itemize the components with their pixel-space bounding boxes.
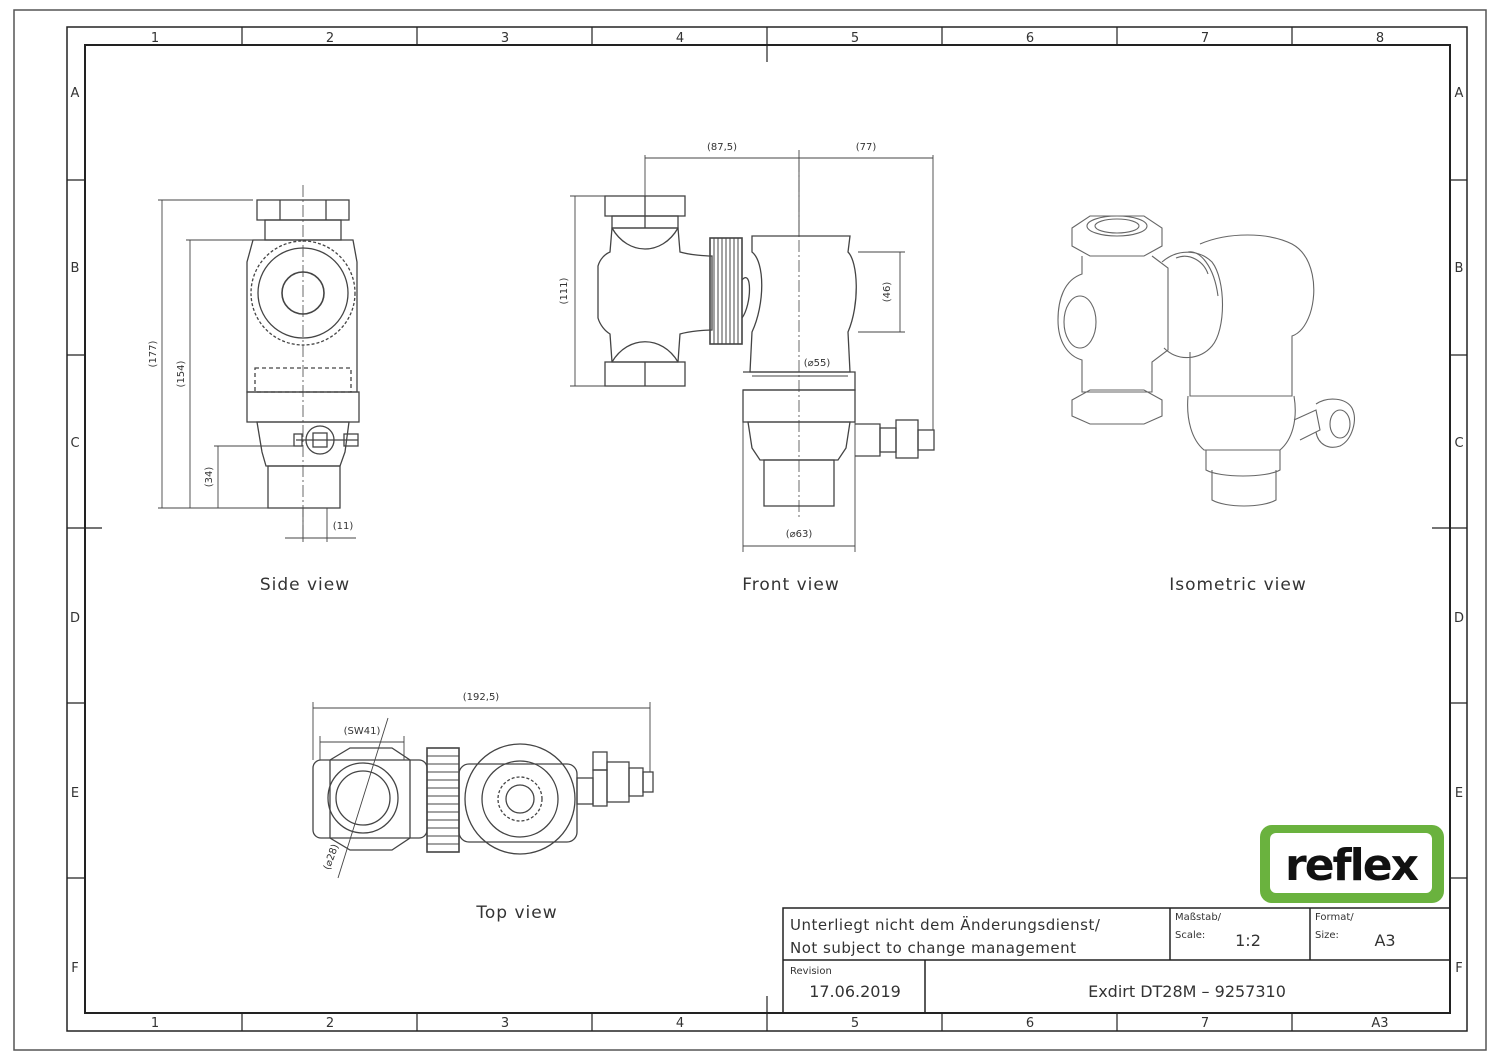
column-dividers <box>67 27 1467 1031</box>
col-label-top: 4 <box>676 31 684 46</box>
logo-inner <box>1270 833 1432 893</box>
col-label-bottom: 6 <box>1026 1016 1034 1031</box>
format-label-2: Size: <box>1315 930 1339 941</box>
col-label-top: 6 <box>1026 31 1034 46</box>
row-label-left: D <box>70 611 80 626</box>
dim-side-11: (11) <box>333 521 354 532</box>
col-label-bottom: A3 <box>1371 1016 1388 1031</box>
row-label-left: E <box>71 786 79 801</box>
col-label-bottom: 7 <box>1201 1016 1209 1031</box>
frame-outer <box>66 26 1468 1032</box>
col-label-top: 2 <box>326 31 334 46</box>
col-label-top: 8 <box>1376 31 1384 46</box>
title-block <box>782 907 1451 1014</box>
reflex-logo: reflex <box>1260 825 1444 903</box>
dim-side-154: (154) <box>176 360 187 387</box>
row-label-left: A <box>71 86 80 101</box>
dim-side-34: (34) <box>204 467 215 488</box>
side-view-drawing <box>246 185 360 540</box>
side-view-dimension-lines <box>158 199 356 542</box>
dim-front-d55: (⌀55) <box>804 358 831 369</box>
revision-label: Revision <box>790 966 832 977</box>
scale-label-2: Scale: <box>1175 930 1205 941</box>
top-view-drawing <box>312 717 654 879</box>
revision-date: 17.06.2019 <box>809 982 901 1001</box>
row-label-right: C <box>1454 436 1463 451</box>
row-label-right: F <box>1455 961 1462 976</box>
col-label-top: 7 <box>1201 31 1209 46</box>
col-label-top: 3 <box>501 31 509 46</box>
frame-inner <box>84 44 1451 1014</box>
scale-label-1: Maßstab/ <box>1175 912 1222 923</box>
isometric-view-label: Isometric view <box>1169 575 1307 595</box>
dim-front-46: (46) <box>882 282 893 303</box>
row-labels: A B C D E F A B C D E F <box>70 86 1464 976</box>
row-label-right: E <box>1455 786 1463 801</box>
dim-front-d63: (⌀63) <box>786 529 813 540</box>
sheet-outer-border <box>13 9 1487 1051</box>
row-label-left: F <box>71 961 78 976</box>
row-label-left: B <box>71 261 80 276</box>
change-note-line2: Not subject to change management <box>790 939 1076 957</box>
top-view-label: Top view <box>475 903 557 923</box>
col-label-bottom: 2 <box>326 1016 334 1031</box>
col-label-bottom: 1 <box>151 1016 159 1031</box>
front-view-drawing <box>597 160 935 518</box>
side-view-label: Side view <box>260 575 350 595</box>
row-label-right: D <box>1454 611 1464 626</box>
dim-front-111: (111) <box>559 277 570 304</box>
dim-top-192-5: (192,5) <box>463 692 500 703</box>
row-label-right: A <box>1455 86 1464 101</box>
isometric-view-drawing <box>1057 215 1355 507</box>
top-view-dimension-lines <box>312 702 651 772</box>
col-label-top: 5 <box>851 31 859 46</box>
dim-front-87-5: (87,5) <box>707 142 737 153</box>
change-note-line1: Unterliegt nicht dem Änderungsdienst/ <box>790 915 1101 934</box>
product-designation: Exdirt DT28M – 9257310 <box>1088 982 1286 1001</box>
logo-text: reflex <box>1285 840 1419 891</box>
column-labels-top: 1 2 3 4 5 6 7 8 <box>151 31 1384 46</box>
col-label-top: 1 <box>151 31 159 46</box>
col-label-bottom: 5 <box>851 1016 859 1031</box>
column-labels-bottom: 1 2 3 4 5 6 7 A3 <box>151 1016 1389 1031</box>
dim-top-sw41: (SW41) <box>344 726 381 737</box>
dim-front-77: (77) <box>856 142 877 153</box>
front-view-dimension-lines <box>570 150 934 552</box>
format-value: A3 <box>1374 931 1395 950</box>
format-label-1: Format/ <box>1315 912 1354 923</box>
dim-top-d28: (⌀28) <box>322 843 341 872</box>
col-label-bottom: 4 <box>676 1016 684 1031</box>
front-view-label: Front view <box>742 575 840 595</box>
dim-side-177: (177) <box>148 340 159 367</box>
row-label-left: C <box>70 436 79 451</box>
scale-value: 1:2 <box>1235 931 1261 950</box>
col-label-bottom: 3 <box>501 1016 509 1031</box>
row-label-right: B <box>1455 261 1464 276</box>
